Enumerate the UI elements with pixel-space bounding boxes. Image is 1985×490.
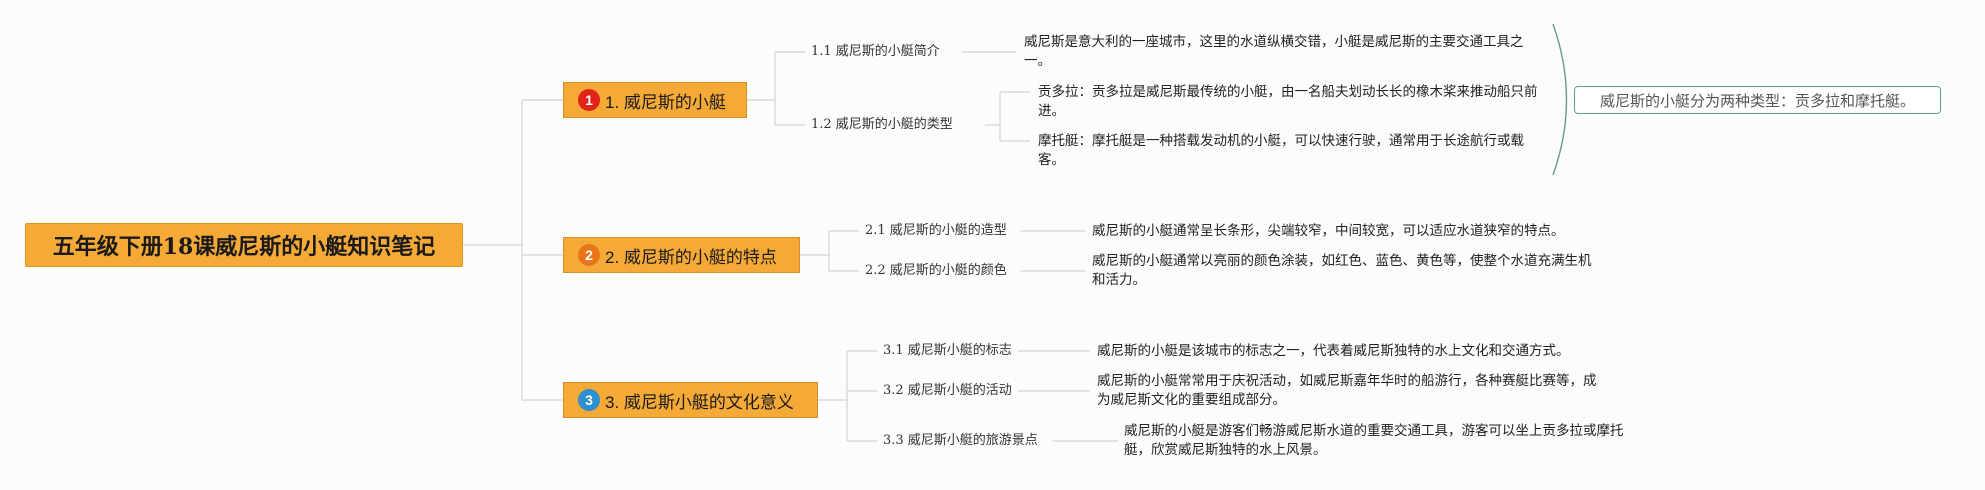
priority-2-icon: 2	[578, 244, 600, 266]
summary-brace	[1552, 23, 1568, 176]
subtopic-2-2[interactable]: 2.2 威尼斯的小艇的颜色	[865, 263, 1007, 278]
subtopic-3-2[interactable]: 3.2 威尼斯小艇的活动	[883, 383, 1012, 398]
branch-3-title: 3. 威尼斯小艇的文化意义	[605, 392, 794, 412]
leaf-2-1-detail[interactable]: 威尼斯的小艇通常呈长条形，尖端较窄，中间较宽，可以适应水道狭窄的特点。	[1092, 223, 1565, 238]
subtopic-1-2[interactable]: 1.2 威尼斯的小艇的类型	[811, 117, 953, 132]
priority-1-icon: 1	[578, 89, 600, 111]
subtopic-3-3[interactable]: 3.3 威尼斯小艇的旅游景点	[883, 433, 1038, 448]
summary-node[interactable]: 威尼斯的小艇分为两种类型：贡多拉和摩托艇。	[1574, 86, 1941, 114]
subtopic-1-1[interactable]: 1.1 威尼斯的小艇简介	[811, 44, 940, 59]
subtopic-2-1[interactable]: 2.1 威尼斯的小艇的造型	[865, 223, 1007, 238]
leaf-3-2-detail[interactable]: 威尼斯的小艇常常用于庆祝活动，如威尼斯嘉年华时的船游行，各种赛艇比赛等，成为威尼…	[1097, 373, 1597, 407]
branch-1-node[interactable]: 1 1. 威尼斯的小艇	[563, 82, 747, 118]
summary-text: 威尼斯的小艇分为两种类型：贡多拉和摩托艇。	[1599, 92, 1915, 110]
root-topic[interactable]: 五年级下册18课威尼斯的小艇知识笔记	[25, 223, 463, 267]
leaf-1-2-gondola[interactable]: 贡多拉：贡多拉是威尼斯最传统的小艇，由一名船夫划动长长的橡木桨来推动船只前进。	[1038, 84, 1538, 118]
branch-3-node[interactable]: 3 3. 威尼斯小艇的文化意义	[563, 382, 818, 418]
priority-3-icon: 3	[578, 389, 600, 411]
root-title: 五年级下册18课威尼斯的小艇知识笔记	[52, 234, 436, 260]
leaf-1-1-detail[interactable]: 威尼斯是意大利的一座城市，这里的水道纵横交错，小艇是威尼斯的主要交通工具之一。	[1024, 34, 1524, 68]
leaf-2-2-detail[interactable]: 威尼斯的小艇通常以亮丽的颜色涂装，如红色、蓝色、黄色等，使整个水道充满生机和活力…	[1092, 253, 1592, 287]
leaf-3-3-detail[interactable]: 威尼斯的小艇是游客们畅游威尼斯水道的重要交通工具，游客可以坐上贡多拉或摩托艇，欣…	[1124, 423, 1624, 457]
branch-2-title: 2. 威尼斯的小艇的特点	[605, 247, 777, 267]
leaf-3-1-detail[interactable]: 威尼斯的小艇是该城市的标志之一，代表着威尼斯独特的水上文化和交通方式。	[1097, 343, 1570, 358]
leaf-1-2-motorboat[interactable]: 摩托艇：摩托艇是一种搭载发动机的小艇，可以快速行驶，通常用于长途航行或载客。	[1038, 133, 1524, 167]
branch-1-title: 1. 威尼斯的小艇	[605, 92, 726, 112]
subtopic-3-1[interactable]: 3.1 威尼斯小艇的标志	[883, 343, 1012, 358]
branch-2-node[interactable]: 2 2. 威尼斯的小艇的特点	[563, 237, 800, 273]
